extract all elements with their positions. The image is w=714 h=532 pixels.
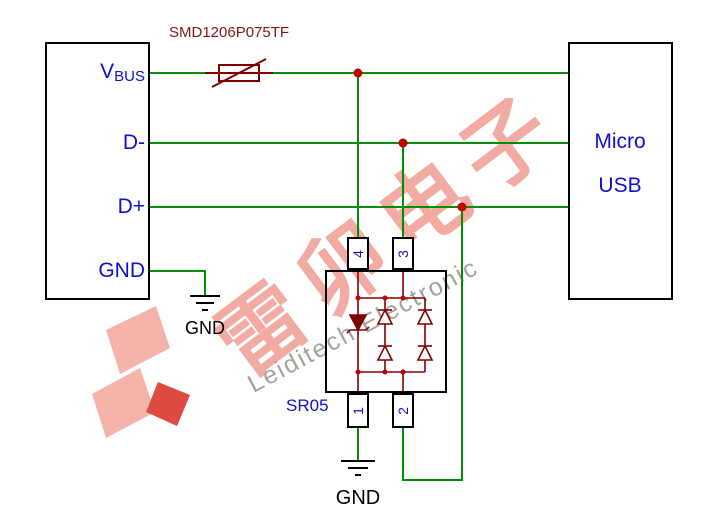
- micro-usb-label-line2: USB: [598, 174, 642, 197]
- fuse-label: SMD1206P075TF: [169, 24, 290, 41]
- tvs-pin-1: 1: [347, 393, 369, 428]
- wire-dplus-to-pin2: [402, 207, 463, 481]
- pin-label-vbus-sub: BUS: [114, 68, 145, 85]
- ground-symbol-bottom: [341, 460, 375, 476]
- tvs-pin-1-number: 1: [349, 406, 366, 415]
- pin-label-gnd-main: GND: [98, 259, 145, 282]
- wire-gnd-left: [150, 270, 206, 295]
- pin-label-dplus-main: D+: [117, 195, 145, 218]
- ground-label-left: GND: [185, 318, 225, 338]
- ground-symbol-left: [190, 295, 220, 311]
- junction-dot-dminus: [398, 138, 408, 148]
- pin-label-dminus-main: D-: [122, 131, 145, 154]
- tvs-pin-2: 2: [392, 393, 414, 428]
- pin-label-vbus-main: V: [100, 60, 115, 83]
- usb-connector-box: [45, 42, 150, 300]
- tvs-internal-diodes: [346, 270, 434, 393]
- tvs-designator-label: SR05: [286, 396, 329, 415]
- ptc-fuse-symbol: [205, 58, 273, 88]
- ground-label-bottom: GND: [335, 487, 381, 509]
- tvs-pin-3-number: 3: [394, 249, 411, 258]
- junction-dot-vbus: [353, 68, 363, 78]
- pin-label-vbus: VBUS: [55, 60, 145, 86]
- pin-label-gnd: GND: [55, 259, 145, 285]
- junction-dots: [353, 68, 467, 212]
- micro-usb-connector-box: [568, 42, 673, 300]
- pin-label-dminus: D-: [55, 131, 145, 157]
- watermark-logo: [92, 306, 190, 438]
- micro-usb-label-line1: Micro: [594, 130, 646, 153]
- tvs-pin-3: 3: [392, 237, 414, 270]
- tvs-component-box: [325, 270, 447, 393]
- tvs-pin-2-number: 2: [394, 406, 411, 415]
- zener-triangle: [348, 314, 368, 332]
- junction-dot-dplus: [457, 202, 467, 212]
- tvs-pin-4: 4: [347, 237, 369, 270]
- tvs-internal-dots: [355, 295, 406, 375]
- pin-label-dplus: D+: [55, 195, 145, 221]
- tvs-pin-4-number: 4: [349, 249, 366, 258]
